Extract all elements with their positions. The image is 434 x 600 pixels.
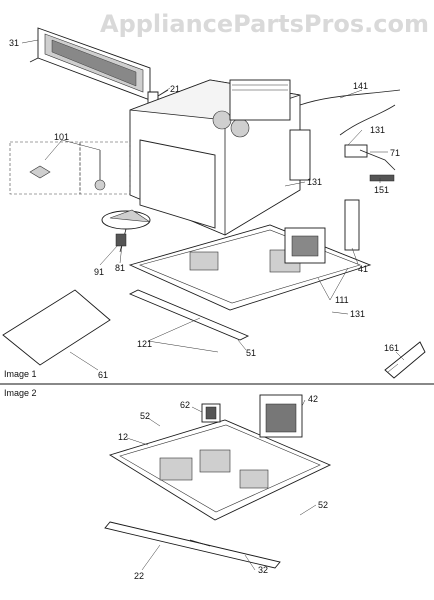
rail-part <box>128 289 250 341</box>
grease-tube-part <box>384 341 426 379</box>
wire-harness-part <box>299 89 401 182</box>
callout-41: 41 <box>358 264 368 274</box>
callout-61: 61 <box>98 370 108 380</box>
callout-141: 141 <box>353 81 368 91</box>
callout-151: 151 <box>374 185 389 195</box>
section-label-image2: Image 2 <box>4 388 37 398</box>
callout-52a: 52 <box>140 411 150 421</box>
control-panel-part <box>29 27 151 101</box>
oven-cavity-part <box>129 79 311 236</box>
panel-part <box>2 289 111 366</box>
callout-51: 51 <box>246 348 256 358</box>
callout-12: 12 <box>118 432 128 442</box>
callout-121: 121 <box>137 339 152 349</box>
base-pan-part <box>128 199 372 311</box>
callout-131b: 131 <box>307 177 322 187</box>
callout-42: 42 <box>308 394 318 404</box>
callout-111: 111 <box>335 295 349 305</box>
callout-81: 81 <box>115 263 125 273</box>
callout-21: 21 <box>170 84 180 94</box>
callout-161: 161 <box>384 343 399 353</box>
callout-91: 91 <box>94 267 104 277</box>
base-assembly-part <box>108 394 332 521</box>
leader-lines <box>21 39 405 571</box>
callout-31: 31 <box>9 38 19 48</box>
callout-22: 22 <box>134 571 144 581</box>
turntable-motor-part <box>101 209 151 253</box>
callout-131c: 131 <box>350 309 365 319</box>
callout-32: 32 <box>258 565 268 575</box>
switch-inset-part <box>9 141 131 195</box>
watermark-text: AppliancePartsPros.com <box>100 10 429 38</box>
callout-62: 62 <box>180 400 190 410</box>
section-label-image1: Image 1 <box>4 369 37 379</box>
callout-52b: 52 <box>318 500 328 510</box>
callout-71: 71 <box>390 148 400 158</box>
callout-131a: 131 <box>370 125 385 135</box>
rail-part-2 <box>104 521 281 569</box>
callout-101: 101 <box>54 132 69 142</box>
